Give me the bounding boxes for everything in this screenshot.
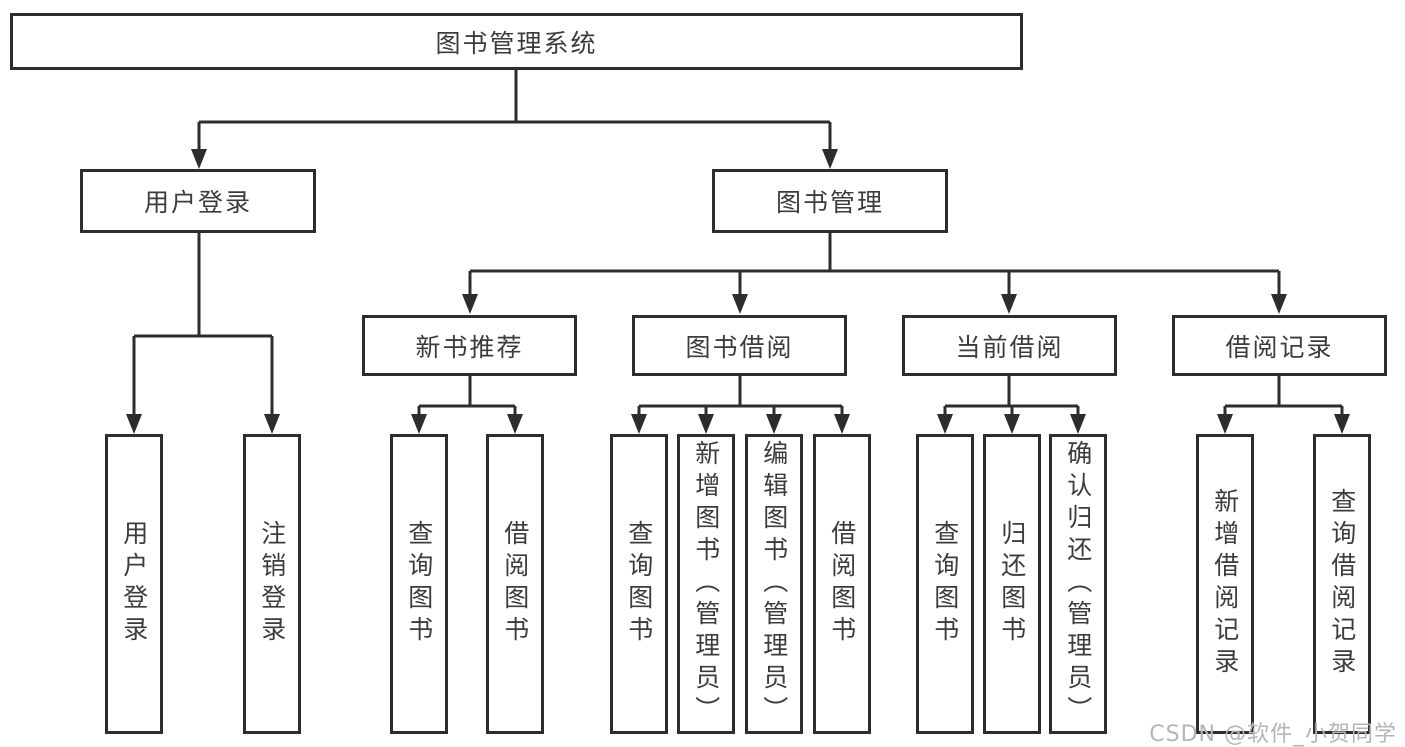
node-label: 借阅记录 <box>1225 332 1334 362</box>
leaf-label: 新增借阅记录 <box>1210 488 1240 680</box>
node-new-book-recommendation: 新书推荐 <box>362 315 577 376</box>
leaf-borrow-books-recommend: 借阅图书 <box>486 434 544 734</box>
leaf-confirm-return-admin: 确认归还（管理员） <box>1049 434 1107 734</box>
node-label: 图书借阅 <box>685 332 794 362</box>
node-label: 图书管理 <box>775 188 884 217</box>
leaf-label: 归还图书 <box>997 520 1027 648</box>
node-user-login: 用户登录 <box>80 169 316 233</box>
trunk-lines <box>197 70 1281 406</box>
node-label: 图书管理系统 <box>435 28 598 58</box>
leaf-label: 注销登录 <box>257 520 287 648</box>
leaf-query-books-borrow: 查询图书 <box>610 434 668 734</box>
leaf-user-login: 用户登录 <box>105 434 163 734</box>
leaf-label: 借阅图书 <box>500 520 530 648</box>
node-current-borrowing: 当前借阅 <box>902 315 1117 376</box>
node-library-management-system: 图书管理系统 <box>10 13 1023 70</box>
leaf-label: 查询图书 <box>930 520 960 648</box>
leaf-query-books-current: 查询图书 <box>916 434 974 734</box>
leaf-label: 查询借阅记录 <box>1327 488 1357 680</box>
rail-lines <box>134 120 1342 408</box>
arrowheads <box>126 149 1350 434</box>
leaf-label: 查询图书 <box>404 520 434 648</box>
leaf-add-book-admin: 新增图书（管理员） <box>677 434 735 734</box>
leaf-borrow-books: 借阅图书 <box>813 434 871 734</box>
node-label: 用户登录 <box>143 188 252 217</box>
leaf-label: 确认归还（管理员） <box>1063 440 1093 728</box>
node-book-borrowing: 图书借阅 <box>632 315 847 376</box>
arrow-shafts <box>132 122 1344 415</box>
node-label: 当前借阅 <box>955 332 1064 362</box>
leaf-add-borrow-record: 新增借阅记录 <box>1196 434 1254 734</box>
leaf-label: 借阅图书 <box>827 520 857 648</box>
leaf-label: 用户登录 <box>119 520 149 648</box>
csdn-watermark: CSDN @软件_小贺同学 <box>1149 722 1397 747</box>
leaf-label: 查询图书 <box>624 520 654 648</box>
leaf-edit-book-admin: 编辑图书（管理员） <box>745 434 803 734</box>
leaf-return-book: 归还图书 <box>983 434 1041 734</box>
node-book-management: 图书管理 <box>712 169 948 233</box>
leaf-logout: 注销登录 <box>243 434 301 734</box>
leaf-query-books-recommend: 查询图书 <box>390 434 448 734</box>
node-borrowing-records: 借阅记录 <box>1172 315 1387 376</box>
leaf-label: 新增图书（管理员） <box>691 440 721 728</box>
leaf-query-borrow-record: 查询借阅记录 <box>1313 434 1371 734</box>
leaf-label: 编辑图书（管理员） <box>759 440 789 728</box>
node-label: 新书推荐 <box>415 332 524 362</box>
